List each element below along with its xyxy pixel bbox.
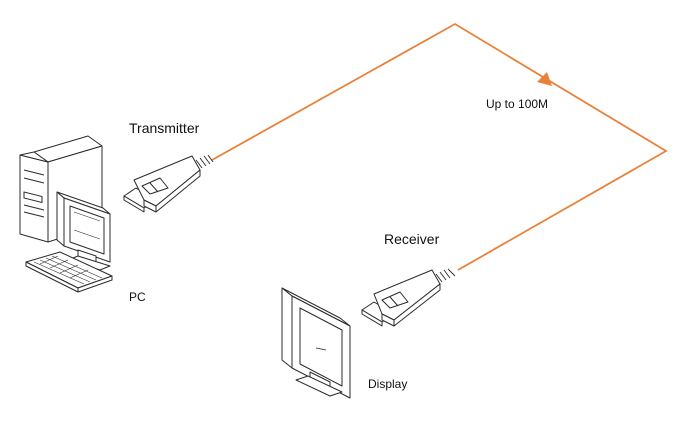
transmitter-label: Transmitter <box>129 120 200 136</box>
pc-label: PC <box>129 290 146 304</box>
fiber-cable <box>211 22 668 271</box>
direction-arrow-icon <box>537 72 552 86</box>
monitor-icon <box>56 191 111 271</box>
display-label: Display <box>368 377 407 391</box>
pc-workstation <box>19 135 113 293</box>
display-monitor-icon <box>281 287 351 399</box>
receiver-connector-icon <box>361 268 456 327</box>
receiver-label: Receiver <box>384 231 440 247</box>
distance-label: Up to 100M <box>486 97 548 111</box>
transmitter-connector-icon <box>123 154 214 213</box>
cable-line <box>211 22 668 271</box>
keyboard-icon <box>25 251 113 293</box>
